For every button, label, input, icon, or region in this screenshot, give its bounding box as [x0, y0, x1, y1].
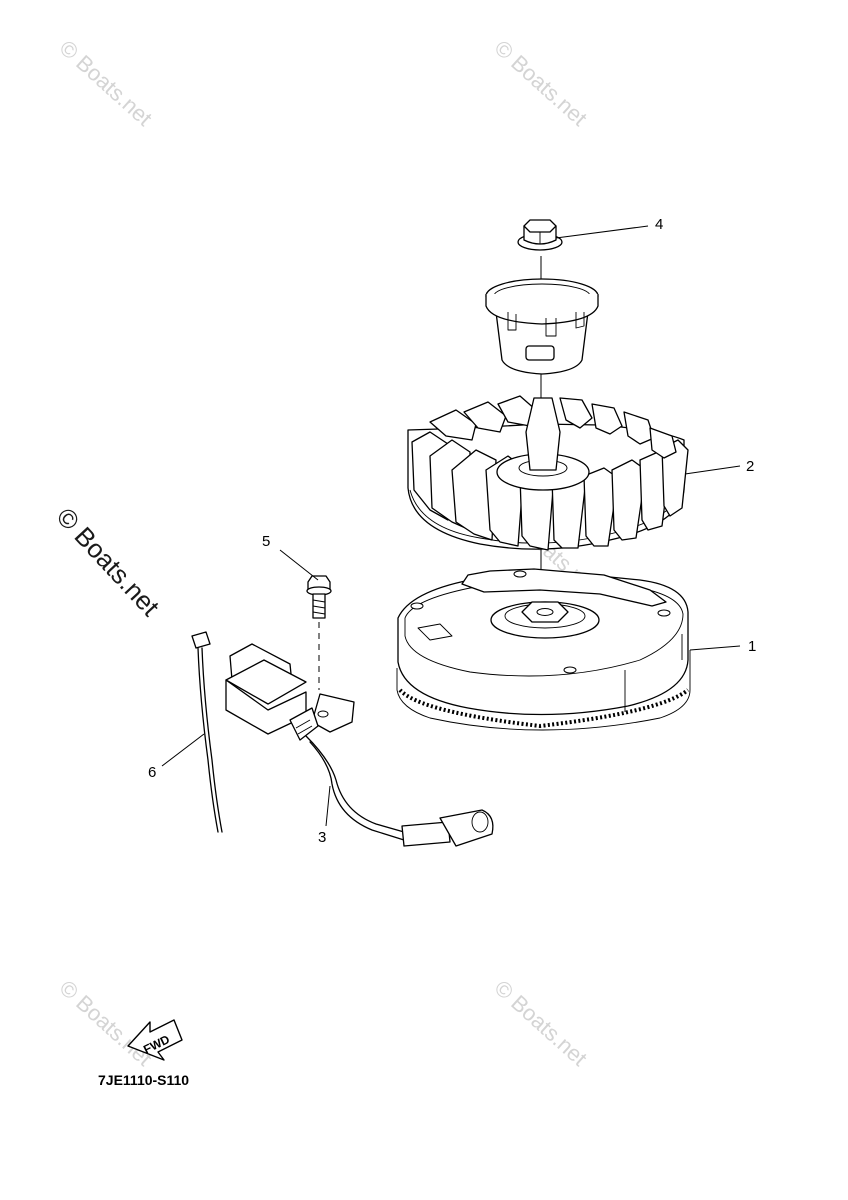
callout-6: 6: [148, 764, 156, 781]
watermark-top-right: © Boats.net: [490, 35, 592, 131]
callout-1: 1: [748, 638, 756, 655]
cooling-fan: [407, 395, 689, 551]
leader-lines: [161, 225, 741, 827]
flywheel-rotor: [396, 568, 691, 731]
flange-nut: [517, 219, 563, 251]
callout-3: 3: [318, 829, 326, 846]
watermark-top-left: © Boats.net: [55, 35, 157, 131]
watermark-left-dark: © Boats.net: [51, 502, 166, 623]
ignition-coil: [225, 643, 494, 847]
bolt: [306, 575, 332, 690]
watermarks: © Boats.net © Boats.net © Boats.net © Bo…: [51, 35, 604, 1071]
callout-4: 4: [655, 216, 663, 233]
callout-2: 2: [746, 458, 754, 475]
drawing-code: 7JE1110-S110: [98, 1072, 189, 1088]
watermark-bottom-right: © Boats.net: [490, 975, 592, 1071]
cable-tie: [191, 631, 223, 833]
callout-5: 5: [262, 533, 270, 550]
starter-cup: [485, 278, 599, 375]
watermark-bottom-left: © Boats.net: [55, 975, 157, 1071]
